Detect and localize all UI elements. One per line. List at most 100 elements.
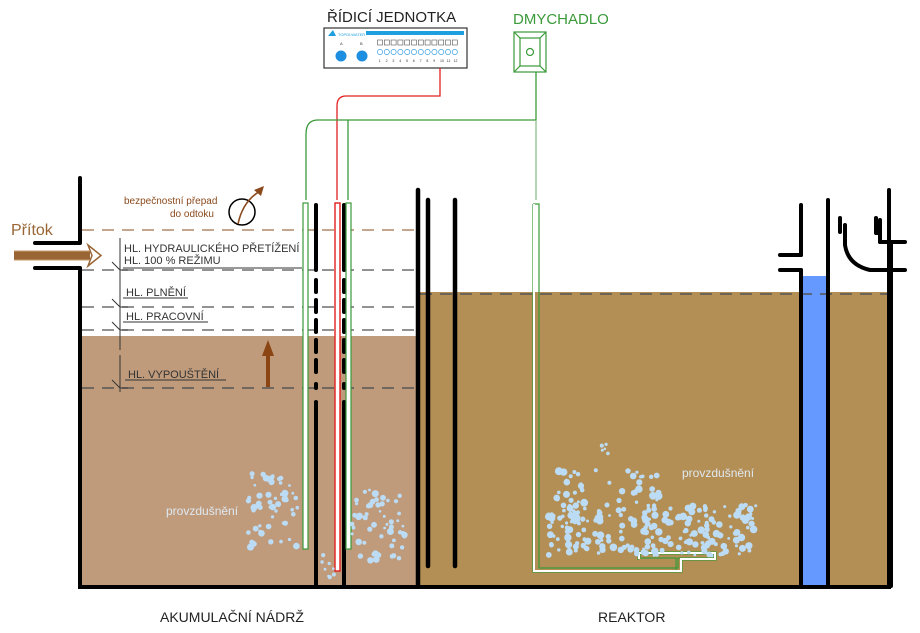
air-piping xyxy=(305,72,537,200)
bubble xyxy=(255,500,262,507)
bubble xyxy=(649,486,656,492)
brand-logo-icon xyxy=(328,30,336,36)
overflow-note-line2: do odtoku xyxy=(170,209,214,220)
bubble xyxy=(728,514,732,518)
bubble xyxy=(729,525,733,529)
bubble xyxy=(400,531,406,536)
bubble xyxy=(562,508,566,513)
bubble xyxy=(379,534,384,539)
bubble xyxy=(573,548,578,553)
bubble xyxy=(397,511,401,516)
bubble xyxy=(628,516,634,522)
bubble xyxy=(607,480,612,485)
bubble xyxy=(583,506,587,511)
bubble xyxy=(265,523,272,530)
bubble xyxy=(270,475,275,480)
bubble xyxy=(267,499,273,505)
bubble xyxy=(362,540,367,545)
bubble xyxy=(265,491,272,498)
bubble xyxy=(641,514,646,519)
bubble xyxy=(389,554,395,559)
bubble xyxy=(555,496,560,502)
outflow-structure xyxy=(778,188,907,588)
bubble xyxy=(373,556,380,563)
bubble xyxy=(380,494,386,501)
bubble xyxy=(649,491,657,500)
bubble xyxy=(386,498,390,503)
bubble xyxy=(401,524,405,528)
signal-cable xyxy=(336,68,441,200)
bubble xyxy=(364,512,369,517)
bubble xyxy=(737,533,746,542)
bubble xyxy=(357,553,364,559)
control-unit-title: ŘÍDICÍ JEDNOTKA xyxy=(327,9,456,26)
bubble xyxy=(557,548,561,552)
bubble xyxy=(653,472,660,479)
channel-icon xyxy=(417,39,424,46)
bubble xyxy=(740,537,744,541)
bubble xyxy=(327,561,331,566)
bubble xyxy=(386,528,394,535)
bubble xyxy=(621,506,627,512)
channel-led xyxy=(445,49,451,55)
bubble xyxy=(252,525,259,532)
bubble xyxy=(618,488,626,495)
channel-icon xyxy=(431,39,438,46)
bubble xyxy=(548,542,554,547)
channel-led xyxy=(431,49,438,55)
bubble xyxy=(367,526,373,532)
bubble xyxy=(331,572,336,577)
bubble xyxy=(749,525,758,534)
bubble xyxy=(572,470,577,474)
channel-led xyxy=(438,49,445,55)
bubble xyxy=(646,507,652,513)
channel-led xyxy=(383,49,390,55)
bubble xyxy=(371,490,379,498)
bubble xyxy=(644,538,652,545)
channel-number: 2 xyxy=(386,59,388,63)
bubble xyxy=(683,540,688,544)
button-a[interactable] xyxy=(335,50,347,62)
bubble xyxy=(246,530,251,535)
bubble xyxy=(279,539,283,544)
control-unit-brand: TOPOLWATER xyxy=(338,32,365,37)
bubble xyxy=(561,514,565,519)
bubble xyxy=(397,493,402,498)
bubble xyxy=(739,544,746,552)
channel-led xyxy=(451,49,458,55)
bubble xyxy=(572,502,579,509)
button-b[interactable] xyxy=(356,50,368,62)
bubble xyxy=(560,502,567,509)
bubble xyxy=(250,475,254,480)
bubble xyxy=(281,521,286,525)
bubble xyxy=(618,529,623,534)
bubble xyxy=(388,524,394,530)
bubble xyxy=(693,553,697,557)
bubble xyxy=(320,560,324,564)
bubble xyxy=(277,476,282,482)
bubble xyxy=(574,541,580,546)
channel-number: 6 xyxy=(413,59,415,63)
bubble xyxy=(362,489,367,494)
air-pipe-left-2 xyxy=(345,202,352,550)
button-b-label: B xyxy=(360,41,363,46)
bubble xyxy=(689,502,697,510)
bubble xyxy=(258,530,265,537)
bubble xyxy=(563,490,570,498)
bubble xyxy=(596,551,601,555)
level-label-filling: HL. PLNĚNÍ xyxy=(126,286,187,299)
bubble xyxy=(615,507,622,514)
tank-right-label: REAKTOR xyxy=(598,609,665,625)
bubble xyxy=(581,527,587,533)
bubble xyxy=(575,472,581,477)
bubble xyxy=(382,514,386,518)
bubble xyxy=(572,510,579,518)
bubble xyxy=(744,513,753,521)
bubble xyxy=(654,492,663,500)
bubble xyxy=(747,548,752,553)
bubble xyxy=(268,505,273,509)
bubble xyxy=(396,519,400,523)
bubble xyxy=(643,529,649,536)
level-markers xyxy=(111,238,302,392)
bubble xyxy=(619,522,626,529)
